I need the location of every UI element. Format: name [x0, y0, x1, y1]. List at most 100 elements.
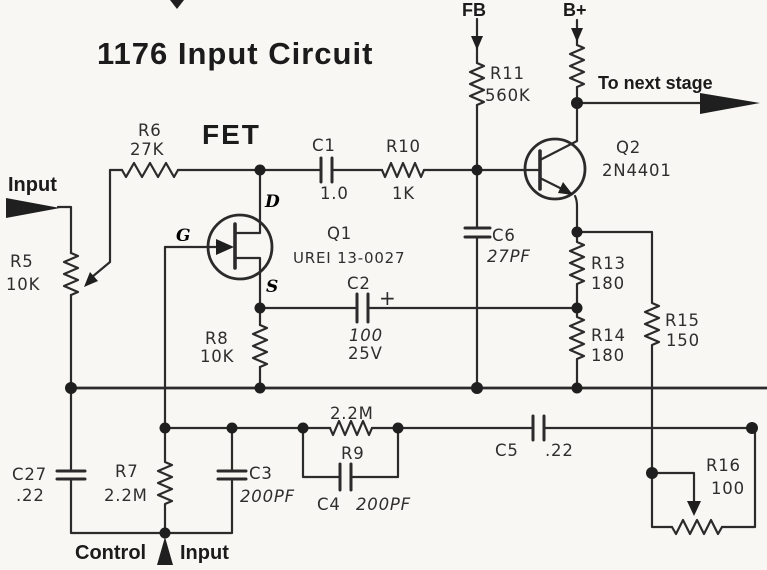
- capacitor-c6: C6 27PF: [463, 168, 530, 390]
- to-next-stage: To next stage: [575, 73, 760, 114]
- capacitor-c2-polarity: +: [379, 286, 397, 310]
- resistor-r13-symbol: [568, 230, 586, 310]
- transistor-q1-gate-arrow-icon: [216, 239, 234, 255]
- capacitor-c1-value: 1.0: [320, 184, 349, 203]
- artifact-mark: [170, 0, 184, 9]
- transistor-q2-designator: Q2: [616, 138, 641, 157]
- resistor-r7-designator: R7: [115, 462, 139, 481]
- junction-dot: [471, 164, 483, 176]
- fb-label: FB: [462, 0, 486, 20]
- capacitor-c2-designator: C2: [347, 274, 371, 293]
- capacitor-c27-value: .22: [16, 486, 45, 505]
- resistor-r16-designator: R16: [706, 456, 741, 475]
- capacitor-c27: C27 .22: [12, 386, 167, 535]
- junction-dot: [471, 382, 483, 394]
- control-input-terminal: Control Input: [75, 537, 229, 565]
- junction-dot: [571, 382, 583, 394]
- capacitor-c27-wire-bottom: [69, 477, 167, 535]
- resistor-r13-designator: R13: [591, 254, 626, 273]
- q1-gate-label: G: [176, 226, 191, 246]
- input-label: Input: [8, 174, 57, 196]
- capacitor-c2-value: 100: [349, 326, 383, 345]
- b-plus-resistor-symbol: [568, 43, 586, 89]
- resistor-r15: R15 150: [575, 230, 700, 475]
- resistor-r15-designator: R15: [665, 311, 700, 330]
- capacitor-c5-value: .22: [545, 441, 574, 460]
- capacitor-c3: C3 200PF: [163, 426, 295, 535]
- resistor-r16-wire-right: [720, 426, 757, 529]
- transistor-q2-part: 2N4401: [602, 161, 672, 180]
- transistor-q1: D G S Q1 UREI 13-0027: [163, 168, 405, 310]
- resistor-r5: R5 10K: [6, 168, 112, 390]
- junction-dot: [571, 226, 583, 238]
- resistor-r14: R14 180: [568, 306, 626, 390]
- resistor-r8-value: 10K: [200, 347, 235, 366]
- resistor-r5-symbol: [62, 251, 80, 297]
- resistor-r8-designator: R8: [205, 329, 229, 348]
- b-plus-terminal: B+: [563, 0, 587, 105]
- resistor-r16-wire-left: [650, 471, 674, 529]
- resistor-r11-value: 560K: [485, 86, 531, 105]
- resistor-r15-symbol: [575, 230, 661, 475]
- control-input-label: Input: [180, 542, 229, 564]
- resistor-r14-value: 180: [591, 346, 625, 365]
- resistor-r10: R10 1K: [380, 137, 540, 203]
- transistor-q2: Q2 2N4401: [523, 101, 672, 234]
- resistor-r9-designator: R9: [341, 444, 365, 463]
- resistor-r5-designator: R5: [10, 252, 34, 271]
- resistor-r8-symbol: [251, 323, 269, 369]
- junction-dot: [159, 527, 171, 539]
- schematic-title: 1176 Input Circuit: [97, 36, 373, 71]
- junction-dot: [571, 302, 583, 314]
- resistor-r7-value: 2.2M: [104, 486, 148, 505]
- resistor-r8: R8 10K: [200, 306, 269, 390]
- transistor-q2-emitter-arrow-icon: [558, 182, 573, 195]
- resistor-r16-wiper-arrow-icon: [687, 501, 701, 516]
- capacitor-c5: C5 .22: [495, 414, 754, 460]
- junction-dot: [646, 467, 658, 479]
- input-arrow-icon: [6, 198, 60, 218]
- resistor-r5-value: 10K: [6, 275, 41, 294]
- junction-dot: [254, 164, 266, 176]
- resistor-r13: R13 180: [568, 230, 626, 310]
- junction-dot: [159, 422, 171, 434]
- resistor-r13-value: 180: [591, 274, 625, 293]
- junction-dot: [392, 422, 404, 434]
- capacitor-c3-value: 200PF: [240, 487, 295, 506]
- transistor-q2-emitter-wire2: [573, 194, 579, 234]
- resistor-r10-designator: R10: [386, 137, 421, 156]
- capacitor-c4-wire-left: [301, 426, 342, 479]
- transistor-q1-source-wire: [233, 256, 262, 310]
- control-input-arrow-icon: [157, 537, 173, 565]
- capacitor-c27-designator: C27: [12, 465, 47, 484]
- resistor-r16-wiper-wire: [650, 471, 696, 505]
- resistor-r16-symbol: [670, 518, 724, 536]
- resistor-r9: 2.2M R9: [328, 404, 374, 463]
- transistor-q1-drain-wire: [233, 168, 262, 235]
- capacitor-c2-voltage: 25V: [348, 344, 383, 363]
- input-terminal: Input: [6, 174, 73, 255]
- resistor-r10-symbol: [380, 161, 426, 179]
- resistor-r9-symbol: [328, 419, 374, 437]
- transistor-q2-symbol: [523, 137, 587, 201]
- to-next-stage-label: To next stage: [598, 73, 713, 93]
- capacitor-c3-wire-bottom: [163, 477, 234, 535]
- resistor-r14-symbol: [568, 306, 586, 390]
- junction-dot: [254, 382, 266, 394]
- resistor-r11: R11 560K: [468, 61, 531, 172]
- fb-arrow-icon: [471, 36, 483, 50]
- resistor-r14-designator: R14: [591, 326, 626, 345]
- junction-dot: [571, 97, 583, 109]
- resistor-r6-symbol: [120, 161, 180, 179]
- junction-dots: [65, 97, 758, 539]
- junction-dot: [746, 422, 758, 434]
- resistor-r6-designator: R6: [138, 121, 162, 140]
- junction-dot: [254, 302, 266, 314]
- resistor-r10-value: 1K: [392, 184, 415, 203]
- capacitor-c4: C4 200PF: [301, 426, 410, 514]
- junction-dot: [226, 422, 238, 434]
- capacitor-c4-wire-right: [349, 426, 400, 479]
- capacitor-c2: C2 + 100 25V: [258, 274, 579, 363]
- resistor-r11-symbol: [468, 61, 486, 107]
